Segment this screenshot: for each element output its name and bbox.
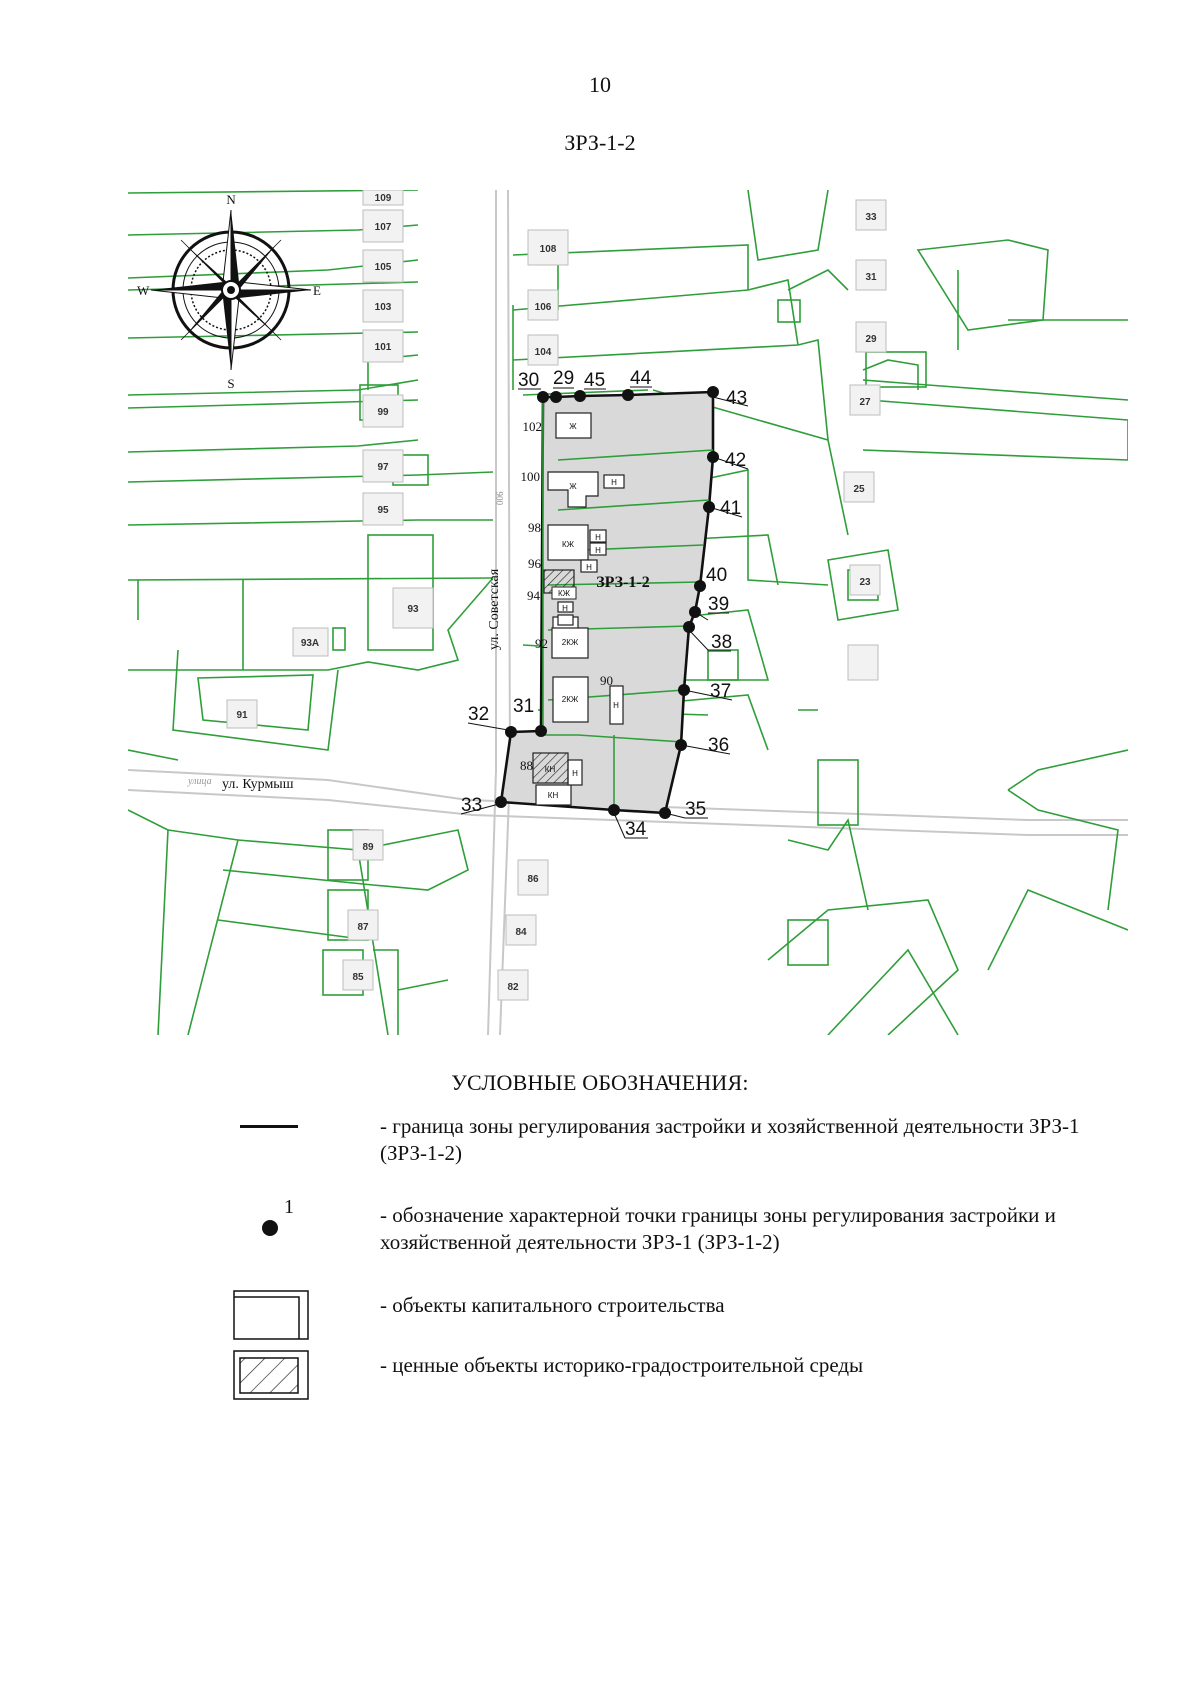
svg-text:97: 97 bbox=[377, 462, 389, 473]
svg-text:25: 25 bbox=[853, 484, 865, 495]
svg-text:84: 84 bbox=[515, 927, 527, 938]
svg-text:44: 44 bbox=[630, 368, 652, 389]
svg-text:38: 38 bbox=[711, 632, 732, 653]
svg-text:109: 109 bbox=[375, 193, 392, 204]
svg-text:КЖ: КЖ bbox=[562, 540, 575, 549]
legend-capital-building-symbol bbox=[233, 1290, 309, 1340]
svg-text:31: 31 bbox=[865, 272, 877, 283]
svg-text:34: 34 bbox=[625, 819, 647, 840]
svg-text:102: 102 bbox=[523, 419, 543, 434]
svg-text:33: 33 bbox=[461, 795, 482, 816]
svg-text:39: 39 bbox=[708, 594, 729, 615]
svg-text:106: 106 bbox=[535, 302, 552, 313]
legend-boundary-line-symbol bbox=[240, 1125, 298, 1128]
legend-historic-object-text: - ценные объекты историко-градостроитель… bbox=[380, 1353, 864, 1377]
document-title: ЗРЗ-1-2 bbox=[564, 130, 636, 155]
zone-label: ЗРЗ-1-2 bbox=[596, 574, 650, 591]
svg-text:W: W bbox=[137, 283, 150, 298]
svg-text:Ж: Ж bbox=[569, 482, 577, 491]
svg-text:2КЖ: 2КЖ bbox=[562, 695, 579, 704]
svg-text:Н: Н bbox=[611, 478, 617, 487]
svg-text:N: N bbox=[226, 192, 236, 207]
svg-text:87: 87 bbox=[357, 922, 369, 933]
svg-text:93: 93 bbox=[407, 604, 419, 615]
svg-text:Н: Н bbox=[586, 563, 592, 572]
svg-text:94: 94 bbox=[527, 588, 541, 603]
zone-interior-lines bbox=[541, 397, 714, 810]
street-sovetskaya: ул. Советская bbox=[487, 568, 502, 650]
building-labels: Ж Ж Н КЖ Н Н Н Н 2КЖ 2КЖ Н КН КН Н КЖ bbox=[545, 422, 619, 800]
svg-text:45: 45 bbox=[584, 370, 605, 391]
svg-text:93А: 93А bbox=[301, 638, 319, 649]
svg-text:100: 100 bbox=[521, 469, 541, 484]
parcel-layer bbox=[128, 190, 1128, 1035]
street-code: 006 bbox=[495, 491, 505, 505]
svg-text:95: 95 bbox=[377, 505, 389, 516]
svg-text:86: 86 bbox=[527, 874, 539, 885]
svg-text:90: 90 bbox=[600, 673, 613, 688]
legend-point-text: - обозначение характерной точки границы … bbox=[380, 1203, 1056, 1254]
svg-text:КН: КН bbox=[548, 791, 559, 800]
svg-text:29: 29 bbox=[553, 368, 574, 389]
legend-capital-building-text: - объекты капитального строительства bbox=[380, 1293, 725, 1317]
svg-text:92: 92 bbox=[535, 636, 548, 651]
svg-text:104: 104 bbox=[535, 347, 552, 358]
svg-text:43: 43 bbox=[726, 388, 747, 409]
svg-text:41: 41 bbox=[720, 498, 741, 519]
svg-text:Ж: Ж bbox=[569, 422, 577, 431]
svg-text:107: 107 bbox=[375, 222, 392, 233]
svg-text:40: 40 bbox=[706, 565, 727, 586]
house-numbers: 102 100 98 96 94 92 90 88 bbox=[520, 419, 613, 773]
svg-text:23: 23 bbox=[859, 577, 871, 588]
svg-text:108: 108 bbox=[540, 244, 557, 255]
page-number: 10 bbox=[589, 72, 611, 97]
svg-text:Н: Н bbox=[595, 546, 601, 555]
capital-buildings bbox=[535, 412, 625, 806]
svg-text:82: 82 bbox=[507, 982, 519, 993]
svg-text:Н: Н bbox=[595, 533, 601, 542]
street-ulitsa: улица bbox=[187, 776, 212, 787]
svg-text:96: 96 bbox=[528, 556, 542, 571]
svg-text:Н: Н bbox=[613, 701, 619, 710]
svg-text:33: 33 bbox=[865, 212, 877, 223]
legend-boundary-line-text: - граница зоны регулирования застройки и… bbox=[380, 1114, 1080, 1165]
svg-text:85: 85 bbox=[352, 972, 364, 983]
legend-title: УСЛОВНЫЕ ОБОЗНАЧЕНИЯ: bbox=[451, 1070, 749, 1095]
point-leaders bbox=[460, 386, 749, 839]
svg-text:S: S bbox=[227, 376, 234, 391]
street-kurmysh: ул. Курмыш bbox=[222, 777, 294, 792]
kzh-badge-94: КЖ bbox=[551, 586, 577, 600]
svg-text:32: 32 bbox=[468, 704, 489, 725]
svg-text:27: 27 bbox=[859, 397, 871, 408]
svg-text:98: 98 bbox=[528, 520, 541, 535]
svg-text:29: 29 bbox=[865, 334, 877, 345]
lot-numbers: 109 107 105 103 101 99 97 95 93 93А 91 8… bbox=[236, 193, 877, 993]
lot-markers bbox=[226, 190, 887, 1001]
svg-text:35: 35 bbox=[685, 799, 706, 820]
zone-map: 109 107 105 103 101 99 97 95 93 93А 91 8… bbox=[128, 190, 1128, 1035]
legend-point-label: 1 bbox=[284, 1196, 294, 1218]
svg-text:Н: Н bbox=[572, 769, 578, 778]
svg-text:89: 89 bbox=[362, 842, 374, 853]
svg-text:КЖ: КЖ bbox=[558, 589, 571, 598]
svg-text:103: 103 bbox=[375, 302, 392, 313]
svg-text:42: 42 bbox=[725, 450, 746, 471]
svg-text:99: 99 bbox=[377, 407, 389, 418]
road-layer bbox=[128, 190, 1128, 1035]
svg-text:91: 91 bbox=[236, 710, 248, 721]
svg-text:101: 101 bbox=[375, 342, 392, 353]
svg-text:E: E bbox=[313, 283, 321, 298]
compass-rose-icon: N S E W bbox=[137, 192, 321, 391]
svg-text:30: 30 bbox=[518, 370, 539, 391]
svg-text:105: 105 bbox=[375, 262, 392, 273]
svg-text:88: 88 bbox=[520, 758, 533, 773]
legend-historic-object-symbol bbox=[233, 1350, 309, 1400]
svg-text:31: 31 bbox=[513, 696, 534, 717]
svg-text:Н: Н bbox=[562, 604, 568, 613]
legend-point-symbol bbox=[262, 1220, 278, 1236]
svg-text:КН: КН bbox=[545, 765, 556, 774]
svg-text:2КЖ: 2КЖ bbox=[562, 638, 579, 647]
